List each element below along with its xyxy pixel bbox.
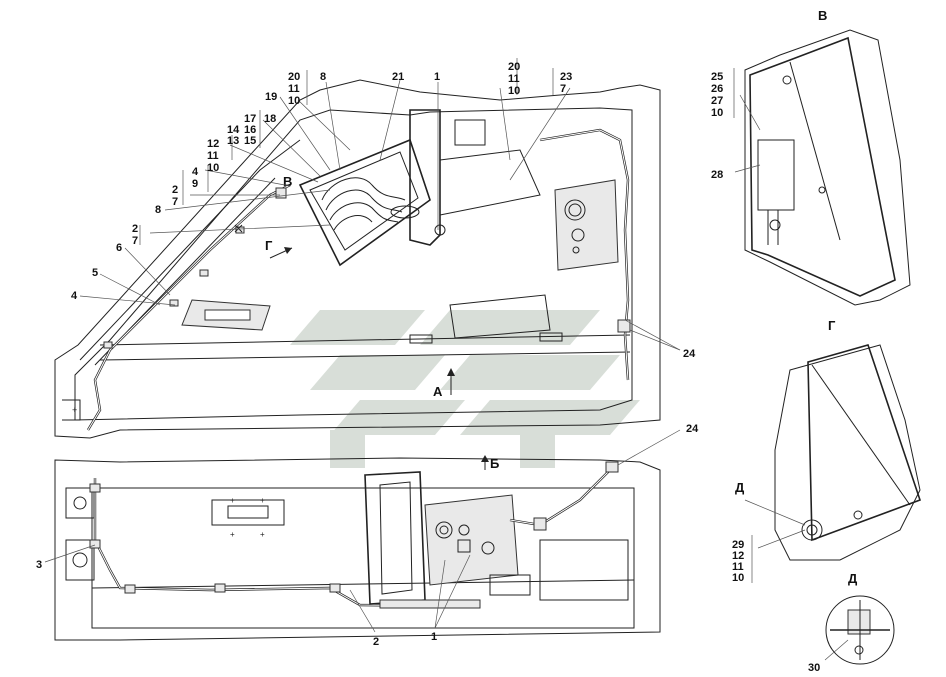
callout-15: 15 [244,135,256,147]
callout-7-c: 7 [560,83,566,95]
view-arrow-g: Г [265,238,293,259]
label-view-v-main: В [283,174,292,189]
view-arrow-v: В [283,174,292,189]
callout-28: 28 [711,169,723,181]
label-view-b: Б [490,456,499,471]
callout-30: 30 [808,662,820,674]
callout-27: 27 [711,95,723,107]
callout-2-c: 2 [373,636,379,648]
callout-19: 19 [265,91,277,103]
svg-text:+: + [230,496,235,505]
watermark-logo [290,310,640,468]
callout-21: 21 [392,71,404,83]
callout-20-a: 20 [288,71,300,83]
label-view-g: Г [265,238,273,253]
callout-11-a: 11 [288,83,300,95]
callout-23: 23 [560,71,572,83]
callout-6: 6 [116,242,122,254]
callout-3: 3 [36,559,42,571]
label-view-a: А [433,384,443,399]
callout-10-d: 10 [711,107,723,119]
callout-16: 16 [244,124,256,136]
callout-10-b: 10 [207,162,219,174]
callout-4-b: 4 [71,290,78,302]
svg-text:+: + [260,496,265,505]
callout-9: 9 [192,178,198,190]
callout-20-b: 20 [508,61,520,73]
callout-14: 14 [227,124,240,136]
callout-12: 12 [207,138,219,150]
view-arrow-b: Б [481,455,499,471]
callout-24-b: 24 [686,423,699,435]
relay-block [321,177,420,231]
callout-1-top: 1 [434,71,440,83]
callout-1-bottom: 1 [431,631,437,643]
leader-lines [44,58,849,661]
svg-text:+: + [72,405,77,415]
detail-view-g: Г [774,318,922,561]
cab-bottom-view: + + + + [54,457,661,641]
callout-8-top: 8 [320,71,326,83]
callout-26: 26 [711,83,723,95]
callout-2-a: 2 [172,184,178,196]
callout-7-b: 7 [132,235,138,247]
view-arrow-a: А [433,368,455,399]
callout-25: 25 [711,71,723,83]
callout-11-d: 11 [732,561,744,573]
label-view-d-in-g: Д [735,480,745,495]
callout-13: 13 [227,135,239,147]
callout-labels: 20 11 10 8 21 1 19 17 18 16 15 14 13 12 … [36,61,820,674]
cab-main-view: + [54,79,661,439]
callout-7-a: 7 [172,196,178,208]
callout-18: 18 [264,113,276,125]
callout-17: 17 [244,113,256,125]
callout-11-c: 11 [508,73,520,85]
svg-text:+: + [260,530,265,539]
callout-10-c: 10 [508,85,520,97]
detail-v-title: В [818,8,827,23]
callout-8-left: 8 [155,204,161,216]
detail-d-title: Д [848,571,858,586]
callout-4-a: 4 [192,166,199,178]
callout-10-e: 10 [732,572,744,584]
detail-view-d: Д [825,571,895,665]
callout-29: 29 [732,539,744,551]
callout-2-b: 2 [132,223,138,235]
callout-11-b: 11 [207,150,219,162]
callout-12-b: 12 [732,550,744,562]
svg-text:+: + [230,530,235,539]
detail-g-title: Г [828,318,836,333]
callout-10-a: 10 [288,95,300,107]
callout-5: 5 [92,267,98,279]
detail-view-v: В [744,8,911,306]
callout-24-a: 24 [683,348,696,360]
